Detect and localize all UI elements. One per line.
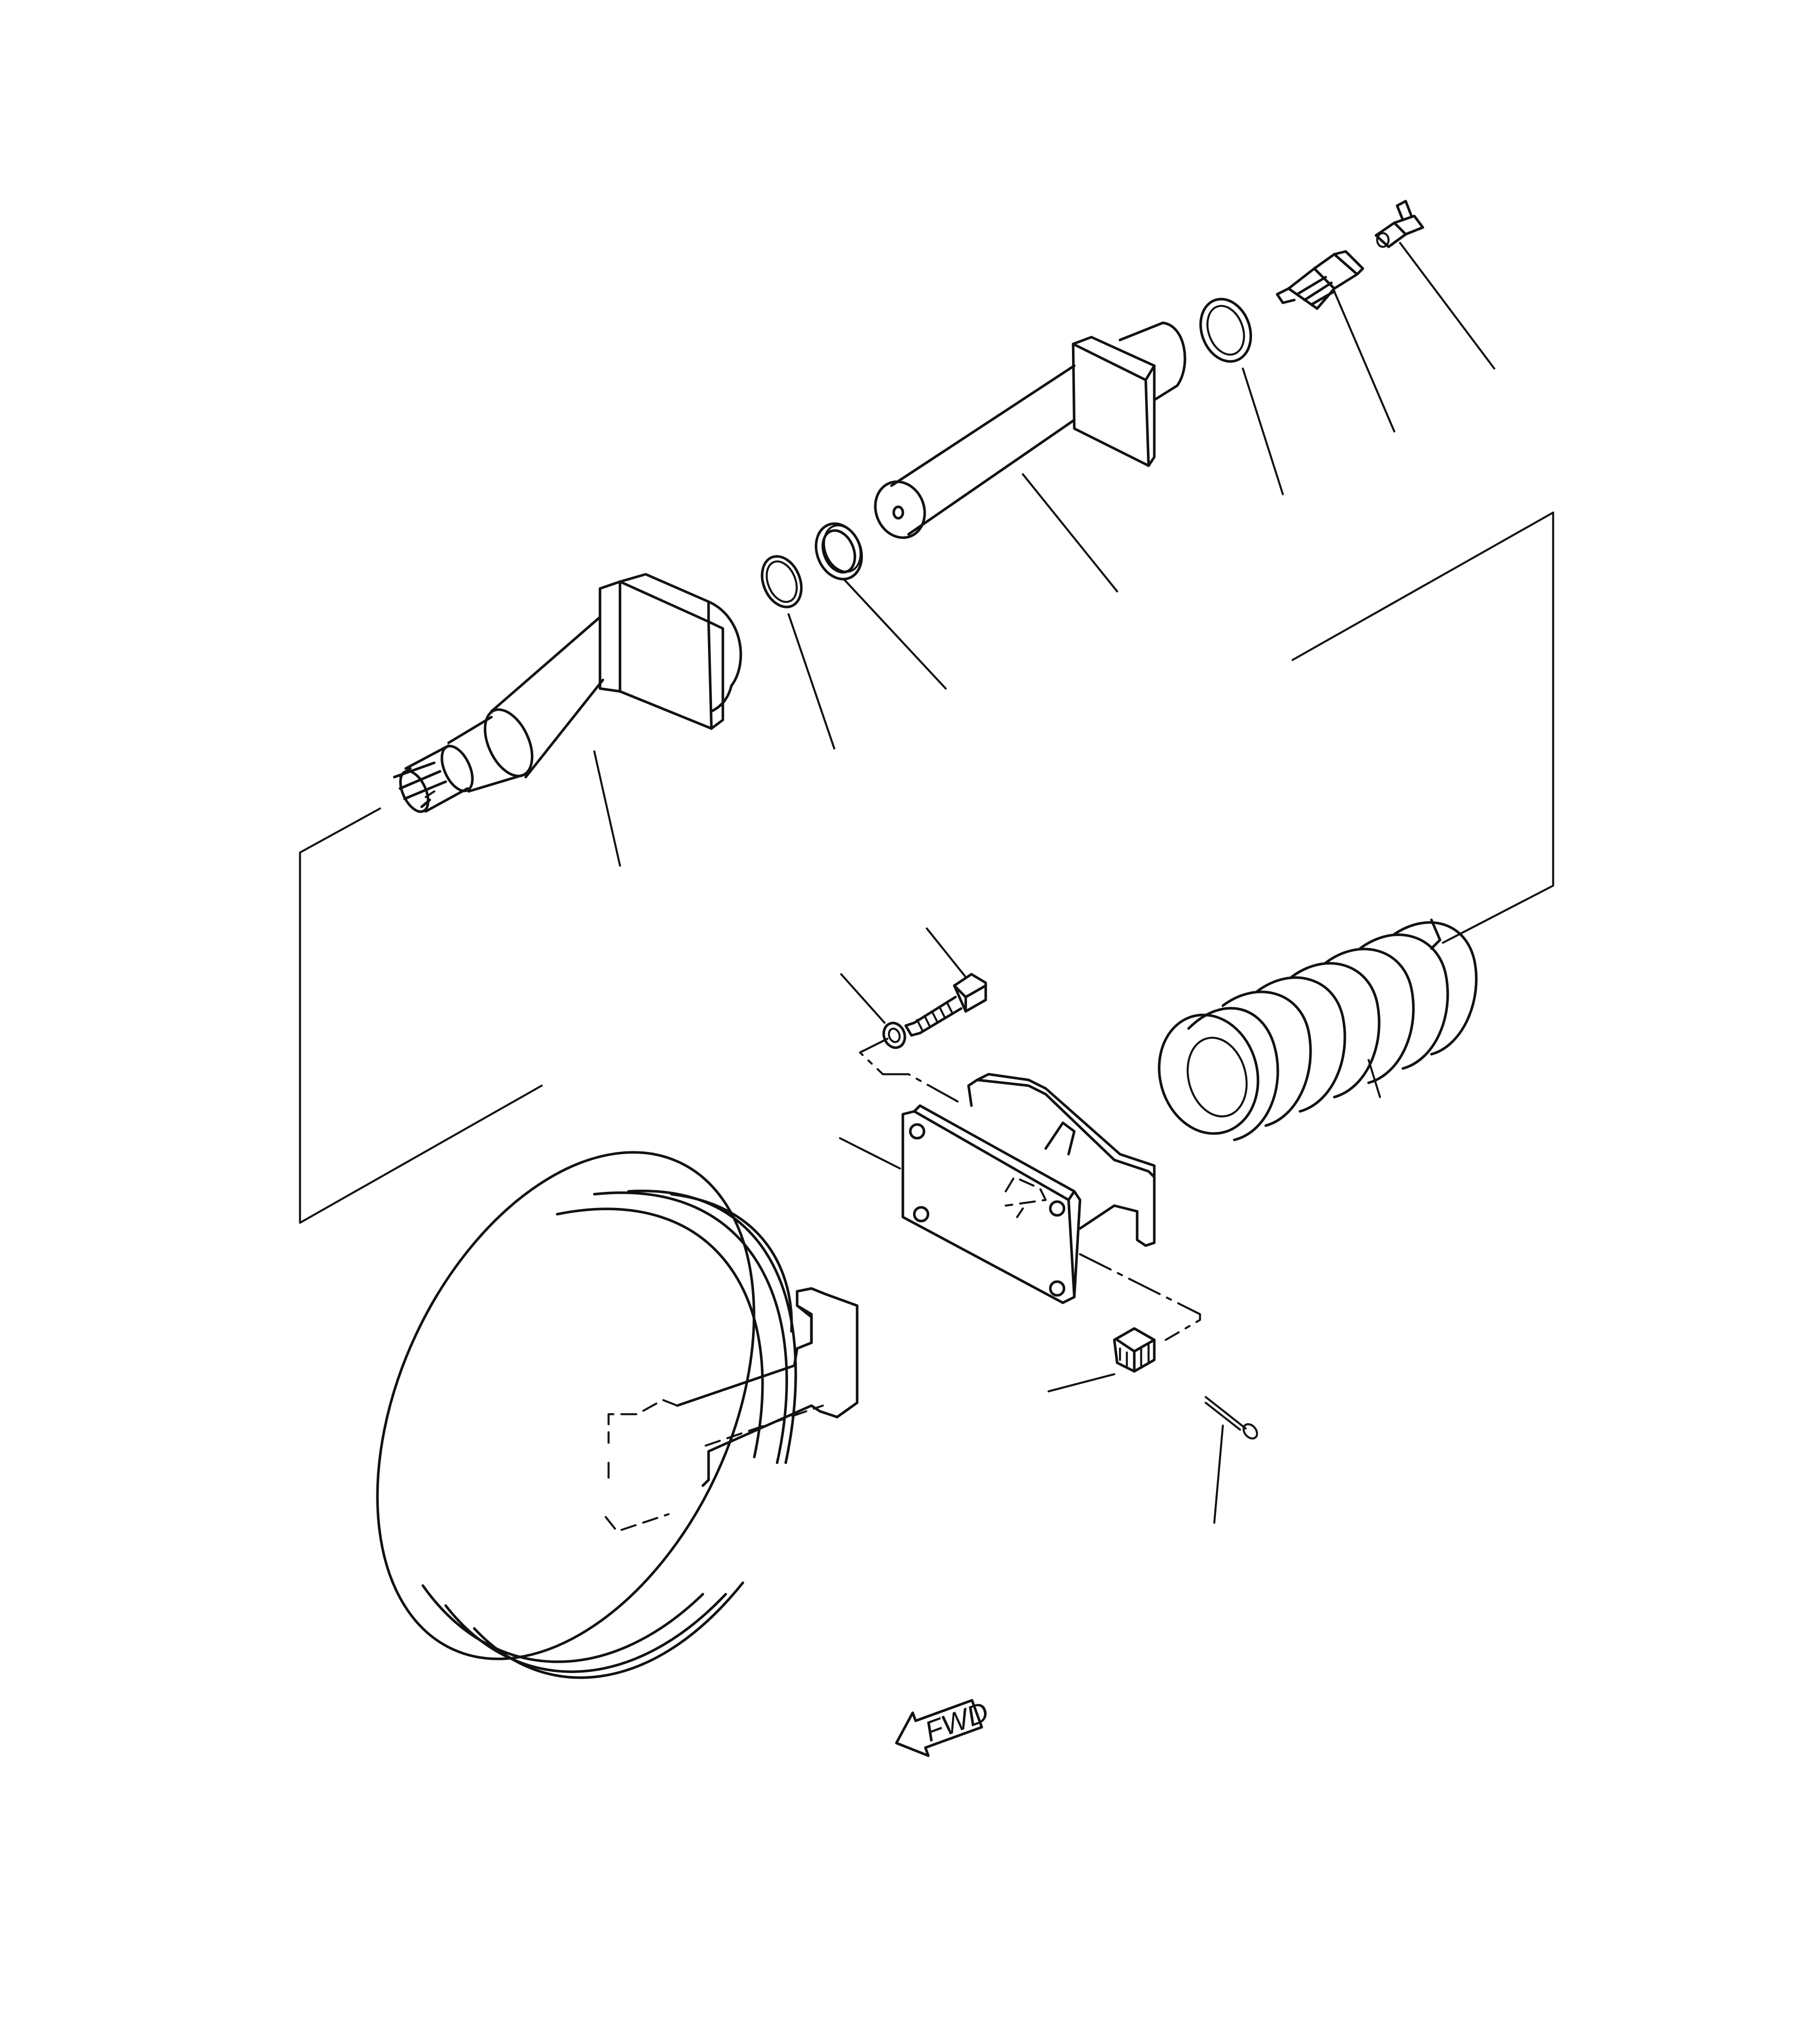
bolt-centerline [859,1038,961,1104]
leader-castle-nut [1047,1373,1115,1392]
leader-bolt [926,927,967,978]
leader-idler-shaft [593,750,621,867]
leader-washer [840,973,886,1024]
assembly-reference-lines [299,511,1554,1224]
leader-recoil-spring [1367,1059,1381,1098]
leader-o-ring-small [787,613,835,750]
bolt [904,973,987,1037]
idler-shaft [393,573,742,813]
grease-valve [1275,250,1365,310]
grease-fitting [1374,199,1425,249]
nut-centerline [1079,1253,1201,1341]
forward-arrow-icon [895,1699,983,1757]
forward-indicator: FWD [895,1695,993,1757]
leader-cotter-pin [1213,1424,1224,1524]
o-ring-large [1199,298,1253,363]
leader-o-ring-large [1242,367,1284,495]
yoke-bracket [901,1072,1156,1304]
idler-wheel [376,1151,859,1679]
leader-recoil-cylinder-rod [1022,473,1118,593]
o-ring-small [761,555,803,609]
recoil-spring [1158,918,1478,1142]
leader-yoke-bracket [839,1137,901,1170]
castle-nut [1113,1327,1156,1373]
washer [882,1022,906,1049]
fwd-label: FWD [921,1695,993,1748]
seal-ring [814,522,863,581]
leader-grease-valve [1333,290,1395,433]
leader-grease-fitting [1399,242,1495,370]
cotter-pin [1205,1396,1258,1440]
recoil-cylinder-rod [874,321,1186,539]
leader-seal-ring [843,579,947,690]
